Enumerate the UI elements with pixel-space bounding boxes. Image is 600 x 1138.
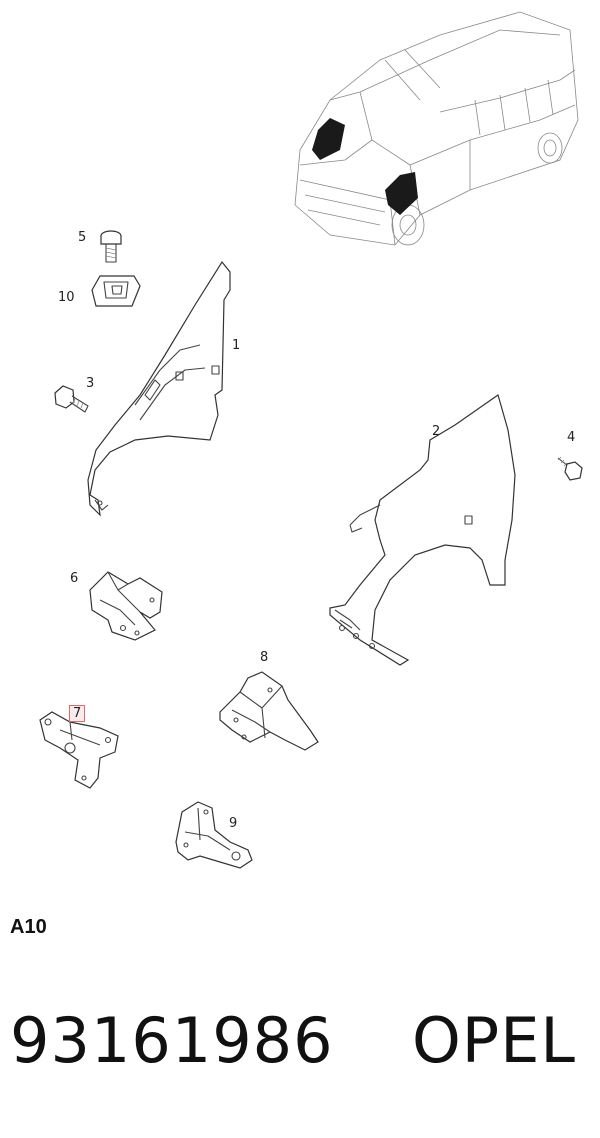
part-3-bolt: [54, 385, 89, 413]
part-7-bracket: [39, 711, 119, 789]
callout-5[interactable]: 5: [78, 230, 87, 245]
callout-2[interactable]: 2: [432, 424, 441, 439]
part-5-bolt: [100, 230, 122, 263]
part-4-screw: [557, 456, 583, 481]
part-8-bracket: [219, 671, 319, 751]
callout-4[interactable]: 4: [567, 430, 576, 445]
part-number: 93161986: [10, 1004, 334, 1077]
part-1-inner-panel: [87, 260, 231, 517]
brand-name: OPEL: [412, 1004, 576, 1077]
callout-6[interactable]: 6: [70, 571, 79, 586]
callout-3[interactable]: 3: [86, 376, 95, 391]
part-10-clip: [91, 275, 141, 307]
part-2-fender: [329, 394, 516, 666]
callout-9[interactable]: 9: [229, 816, 238, 831]
parts-diagram: [39, 11, 583, 869]
callout-8[interactable]: 8: [260, 650, 269, 665]
part-9-bracket: [175, 801, 253, 869]
section-code: A10: [10, 916, 47, 938]
part-6-bracket: [89, 571, 163, 641]
van-illustration: [294, 11, 579, 246]
callout-10[interactable]: 10: [58, 290, 75, 305]
callout-1[interactable]: 1: [232, 338, 241, 353]
callout-7-highlighted[interactable]: 7: [69, 705, 86, 722]
